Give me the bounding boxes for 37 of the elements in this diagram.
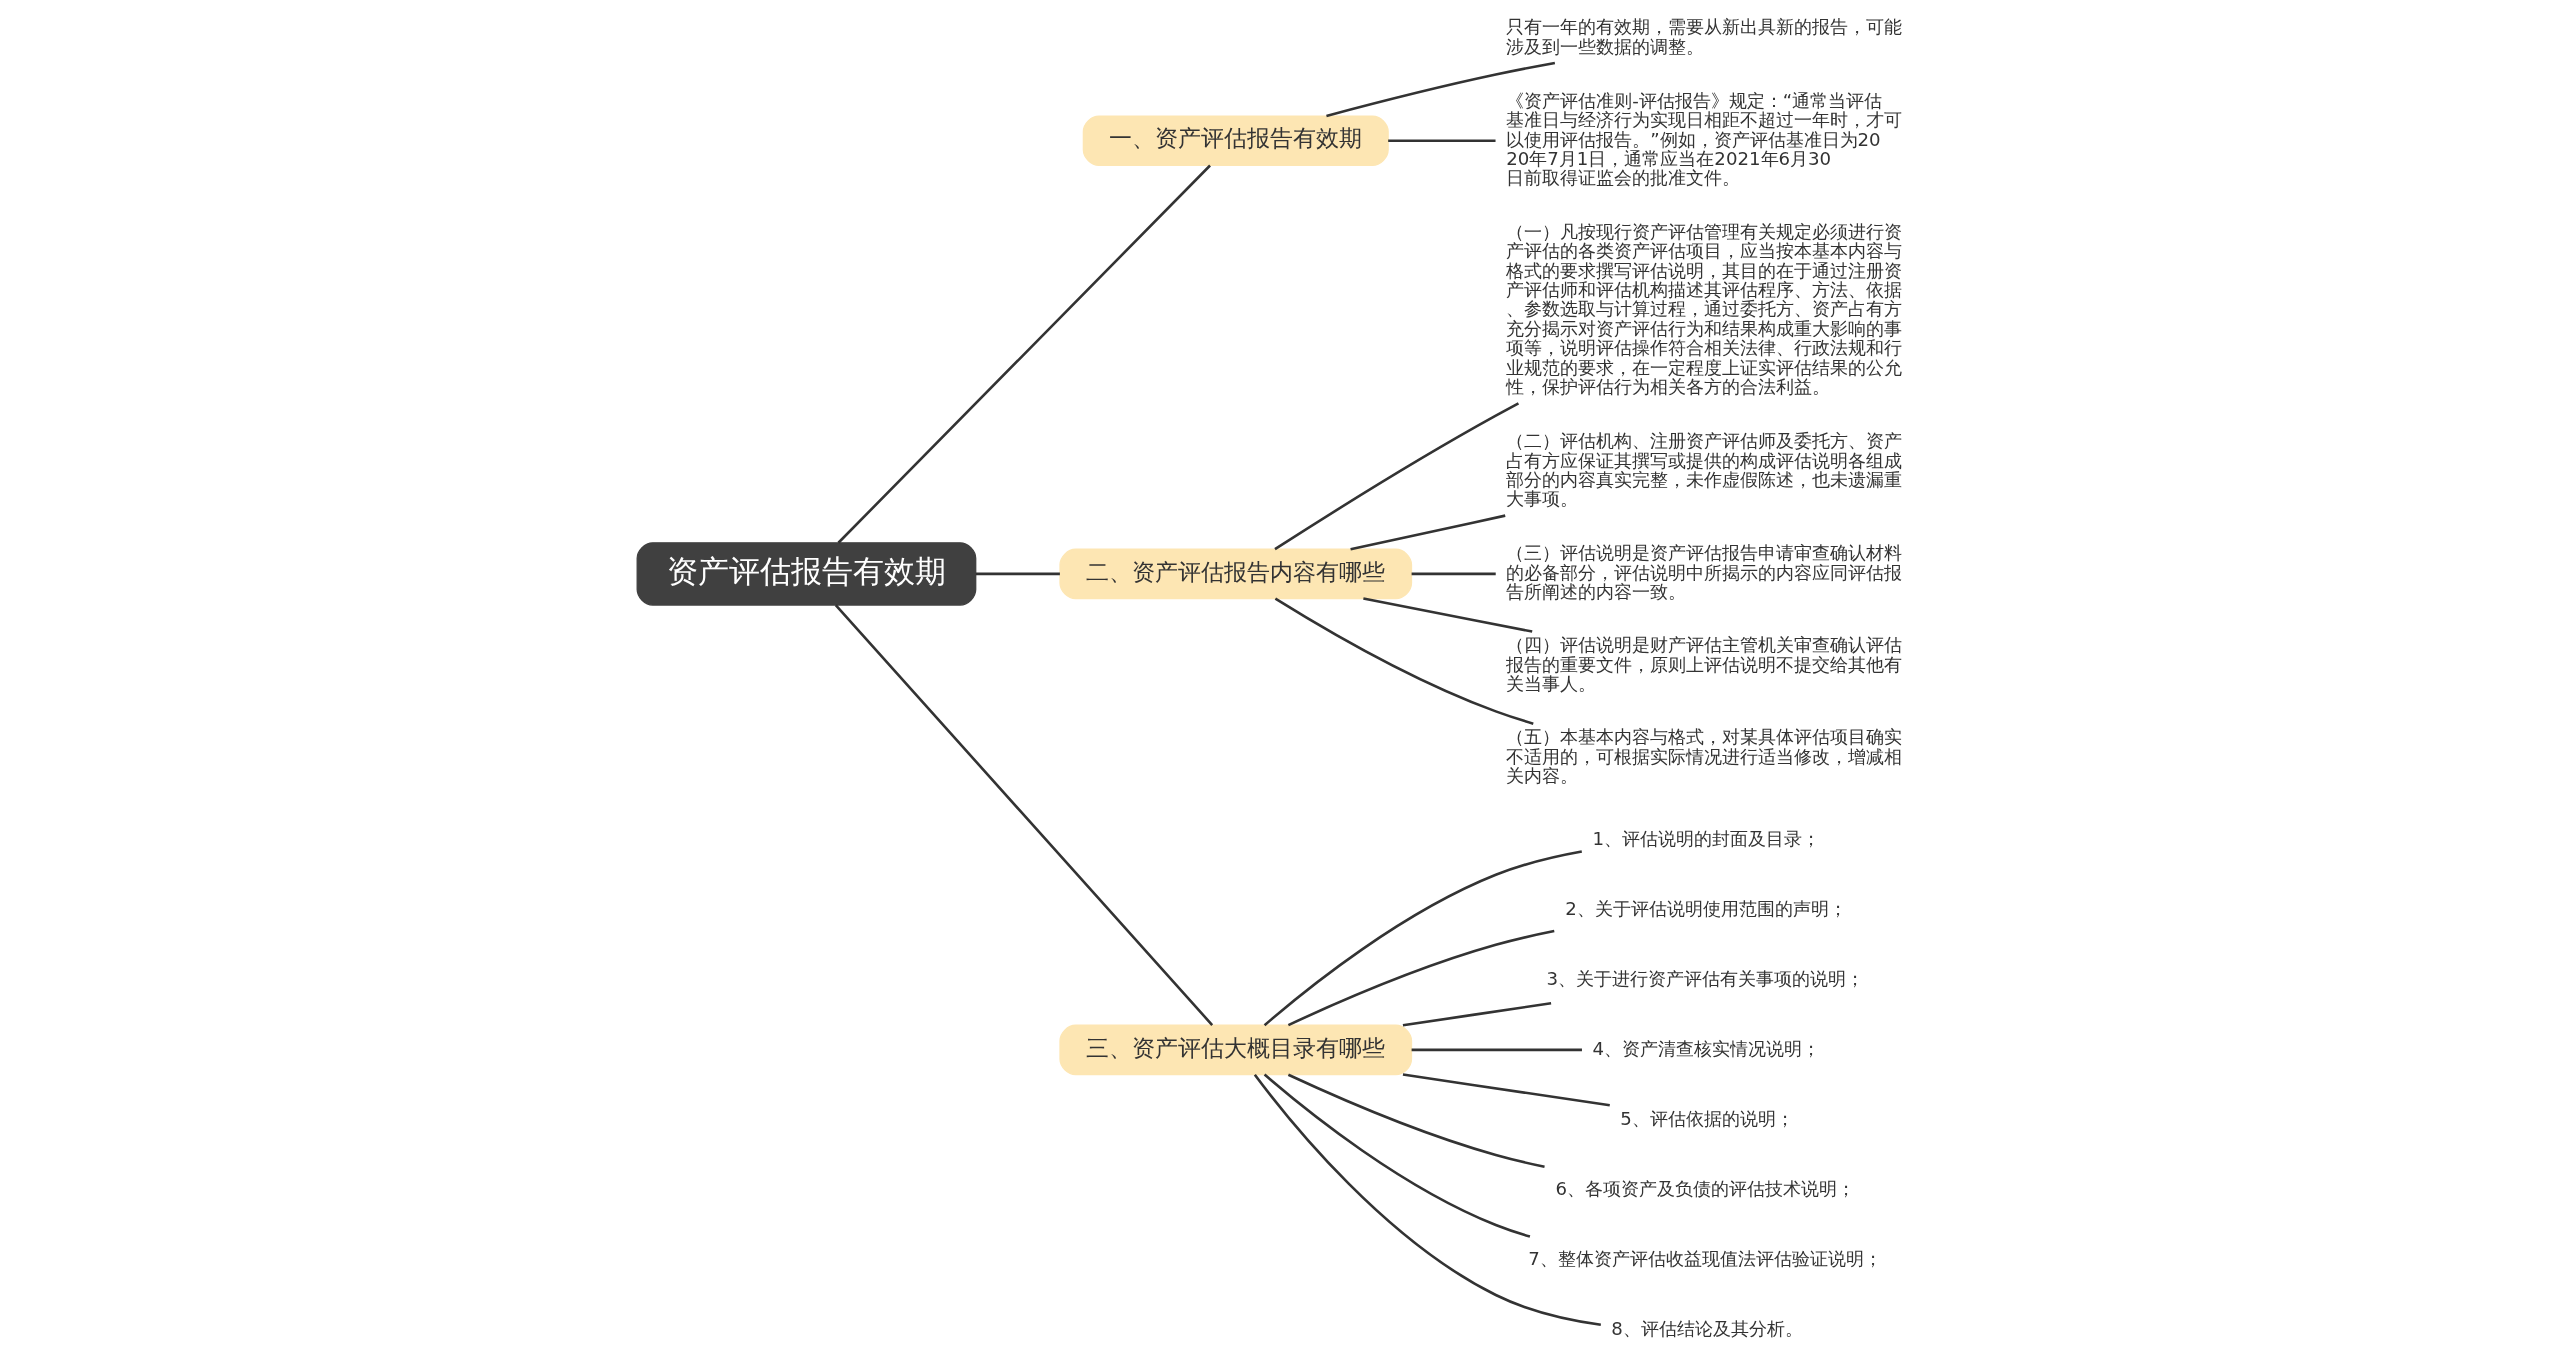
connector [975, 572, 1060, 576]
connector [1402, 1073, 1610, 1107]
connector [1325, 61, 1555, 118]
connector [1387, 139, 1496, 142]
node-text: 5、评估依据的说明； [1619, 1107, 1794, 1129]
connector [1273, 402, 1519, 551]
connector [837, 164, 1211, 544]
connector [1287, 929, 1554, 1027]
node-text: 1、评估说明的封面及目录； [1591, 827, 1820, 849]
connector [1402, 1001, 1551, 1027]
connector [1253, 1073, 1601, 1327]
node-text: 只有一年的有效期，需要从新出具新的报告，可能涉及到一些数据的调整。 [1505, 16, 1902, 57]
node-text: （三）评估说明是资产评估报告申请审查确认材料的必备部分，评估说明中所揭示的内容应同评估报告所阐述的内容一致。 [1505, 542, 1902, 603]
connector [1263, 1073, 1530, 1238]
node-text: 2、关于评估说明使用范围的声明； [1564, 897, 1847, 919]
node-text: （五）本基本内容与格式，对某具体评估项目确实不适用的，可根据实际情况进行适当修改，增减相关内容。 [1505, 726, 1902, 787]
node-box: 资产评估报告有效期 [636, 542, 976, 606]
connector [1274, 597, 1534, 725]
node-box: 一、资产评估报告有效期 [1082, 115, 1389, 166]
node-text: 3、关于进行资产评估有关事项的说明； [1545, 967, 1864, 989]
node-text: （二）评估机构、注册资产评估师及委托方、资产占有方应保证其撰写或提供的构成评估说明各组成部分的内容真实完整，未作虚假陈述，也未遗漏重大事项。 [1505, 430, 1902, 510]
connector [1411, 572, 1496, 576]
node-text: 4、资产清查核实情况说明； [1591, 1037, 1820, 1059]
node-text: 8、评估结论及其分析。 [1610, 1317, 1803, 1339]
connector [1349, 514, 1505, 551]
node-text: 《资产评估准则-评估报告》规定：“通常当评估基准日与经济行为实现日相距不超过一年时，才可以使用评估报告。”例如，资产评估基准日为2020年7月1日，通常应当在2021年6月30日前取得证监会的批准文件。 [1505, 89, 1902, 189]
connector [1287, 1073, 1545, 1169]
connector [834, 604, 1213, 1026]
connector [1362, 597, 1532, 633]
node-box: 二、资产评估报告内容有哪些 [1058, 548, 1412, 600]
node-box: 三、资产评估大概目录有哪些 [1058, 1024, 1412, 1076]
node-text: （一）凡按现行资产评估管理有关规定必须进行资产评估的各类资产评估项目，应当按本基本内容与格式的要求撰写评估说明，其目的在于通过注册资产评估师和评估机构描述其评估程序、方法、依据、参数选取与计算过程，通过委托方、资产占有方充分揭示对资产评估行为和结果构成重大影响的事项等，说明评估操作符合相关法律、行政法规和行业规范的要求，在一定程度上证实评估结果的公允性，保护评估行为相关各方的合法利益。 [1505, 220, 1902, 398]
connector [1263, 850, 1582, 1027]
node-text: 7、整体资产评估收益现值法评估验证说明； [1527, 1247, 1882, 1269]
node-text: （四）评估说明是财产评估主管机关审查确认评估报告的重要文件，原则上评估说明不提交给其他有关当事人。 [1505, 634, 1902, 695]
node-text: 6、各项资产及负债的评估技术说明； [1554, 1177, 1855, 1199]
connector [1411, 1048, 1582, 1052]
